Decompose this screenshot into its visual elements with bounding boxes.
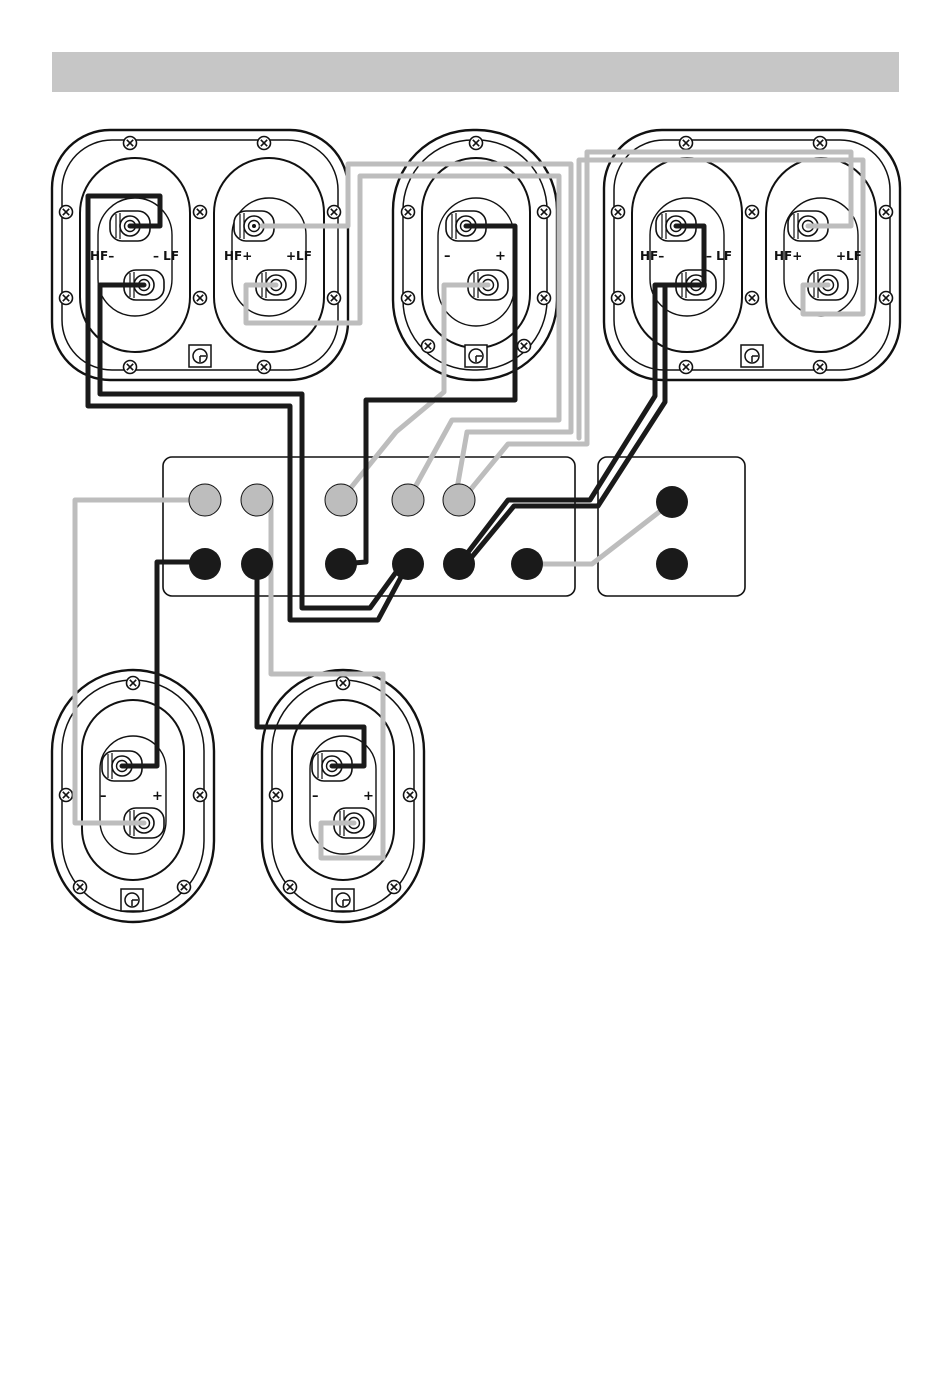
screw-icon: [814, 361, 827, 374]
label-minus: –: [312, 789, 319, 804]
screw-icon: [194, 206, 207, 219]
amp-terminal-negative: [325, 548, 357, 580]
screw-icon: [746, 206, 759, 219]
screw-icon: [402, 206, 415, 219]
screw-icon: [178, 881, 191, 894]
amp-terminal-negative: [443, 548, 475, 580]
ground-logo-icon: [189, 345, 211, 367]
amp-terminal-positive: [443, 484, 475, 516]
amp-terminal-positive: [392, 484, 424, 516]
amp-terminal-positive: [325, 484, 357, 516]
screw-icon: [538, 206, 551, 219]
screw-icon: [337, 677, 350, 690]
label-lf-minus: – LF: [706, 249, 732, 263]
screw-icon: [680, 137, 693, 150]
label-lf-plus: +LF: [836, 249, 862, 263]
screw-icon: [60, 292, 73, 305]
screw-icon: [127, 677, 140, 690]
screw-icon: [612, 292, 625, 305]
screw-icon: [194, 292, 207, 305]
ground-logo-icon: [465, 345, 487, 367]
label-lf-plus: +LF: [286, 249, 312, 263]
screw-icon: [328, 206, 341, 219]
label-hf-minus: HF–: [640, 249, 664, 263]
screw-icon: [194, 789, 207, 802]
screw-icon: [880, 206, 893, 219]
amp-terminal-negative: [392, 548, 424, 580]
amplifier-output-panel: [163, 457, 575, 596]
ground-logo-icon: [332, 889, 354, 911]
screw-icon: [258, 137, 271, 150]
speaker-cabinet-top-left: HF– – LF HF+ +LF: [52, 130, 348, 380]
amp-terminal-negative: [656, 548, 688, 580]
amp-terminal-negative: [241, 548, 273, 580]
screw-icon: [612, 206, 625, 219]
screw-icon: [284, 881, 297, 894]
label-plus: +: [495, 249, 506, 264]
label-plus: +: [152, 789, 163, 804]
amp-terminal-positive: [189, 484, 221, 516]
speaker-cabinet-top-center: – +: [393, 130, 557, 380]
amp-terminal-negative: [511, 548, 543, 580]
screw-icon: [538, 292, 551, 305]
screw-icon: [124, 361, 137, 374]
ground-logo-icon: [741, 345, 763, 367]
screw-icon: [470, 137, 483, 150]
label-hf-minus: HF–: [90, 249, 114, 263]
amp-terminal-negative: [656, 486, 688, 518]
label-minus: –: [100, 789, 107, 804]
screw-icon: [124, 137, 137, 150]
ground-logo-icon: [121, 889, 143, 911]
screw-icon: [60, 789, 73, 802]
label-hf-plus: HF+: [224, 249, 252, 263]
screw-icon: [60, 206, 73, 219]
screw-icon: [814, 137, 827, 150]
label-minus: –: [444, 249, 451, 264]
speaker-cabinet-bottom-center: – +: [262, 670, 424, 922]
screw-icon: [74, 881, 87, 894]
screw-icon: [402, 292, 415, 305]
label-lf-minus: – LF: [153, 249, 179, 263]
screw-icon: [270, 789, 283, 802]
label-hf-plus: HF+: [774, 249, 802, 263]
screw-icon: [404, 789, 417, 802]
screw-icon: [880, 292, 893, 305]
screw-icon: [328, 292, 341, 305]
screw-icon: [388, 881, 401, 894]
label-plus: +: [363, 789, 374, 804]
screw-icon: [746, 292, 759, 305]
screw-icon: [422, 340, 435, 353]
amp-terminal-negative: [189, 548, 221, 580]
speaker-cabinet-top-right: HF– – LF HF+ +LF: [604, 130, 900, 380]
screw-icon: [680, 361, 693, 374]
screw-icon: [258, 361, 271, 374]
screw-icon: [518, 340, 531, 353]
amp-terminal-positive: [241, 484, 273, 516]
